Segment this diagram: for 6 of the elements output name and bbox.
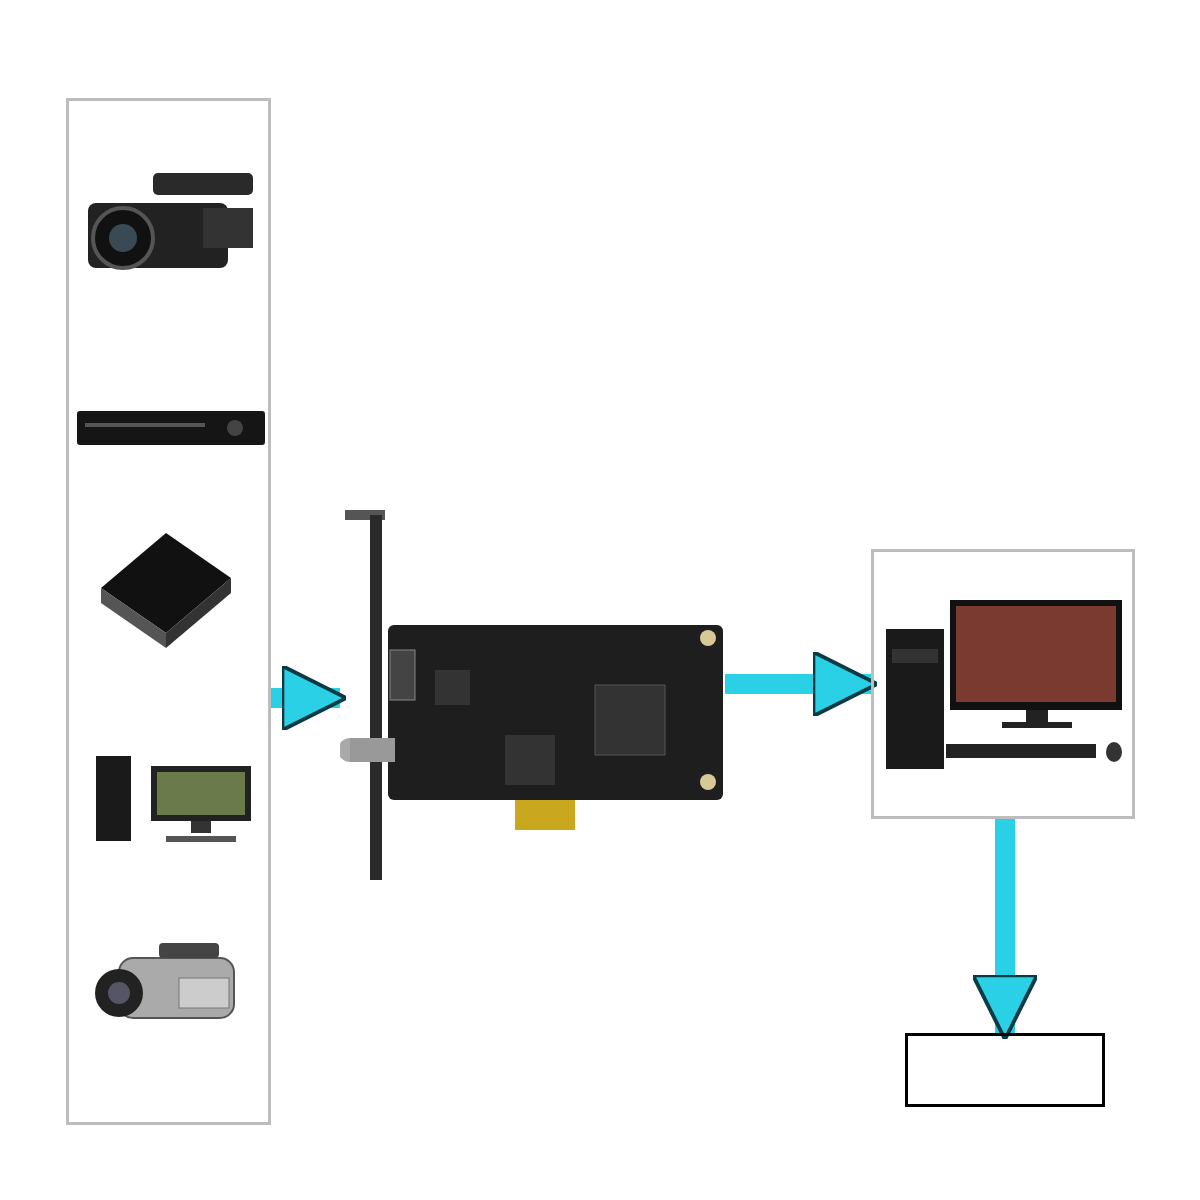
block-arrow [971, 819, 1039, 1042]
panel-frame [66, 98, 271, 1125]
block-arrow [271, 664, 349, 732]
empty-box [905, 1033, 1105, 1107]
block-arrow [725, 650, 880, 718]
panel-frame [871, 549, 1135, 819]
